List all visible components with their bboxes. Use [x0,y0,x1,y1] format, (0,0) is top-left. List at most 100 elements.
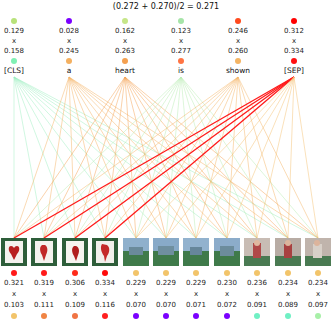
attention-line [44,77,238,238]
attention-line [69,77,227,238]
attention-line [257,77,294,238]
score-value: 0.103 [4,300,24,311]
score-dot [315,313,321,319]
attention-line [14,77,227,238]
attention-line [69,77,288,238]
patch-thumb [123,238,149,266]
patch-thumb [62,238,88,266]
token-label: [SEP] [284,66,304,76]
score-value: 0.319 [34,278,54,289]
text-token: 0.028x0.245a [56,16,82,76]
patch-thumb [153,238,179,266]
patch-thumb [305,238,331,266]
score-value: 0.129 [4,26,24,36]
score-dot [235,58,241,64]
score-dot [291,58,297,64]
attention-line [181,77,288,238]
score-value: x [316,289,320,300]
score-dot [193,313,199,319]
attention-line [136,77,181,238]
score-value: 0.246 [228,26,248,36]
score-value: 0.111 [34,300,54,311]
score-value: x [292,36,296,46]
token-label: shown [226,66,250,76]
image-patch: 0.306x0.109 [62,238,88,321]
attention-line [166,77,294,238]
score-value: x [255,289,259,300]
score-value: x [134,289,138,300]
attention-line [14,77,294,238]
attention-line [238,77,257,238]
attention-line [136,77,294,238]
score-value: x [42,289,46,300]
score-dot [224,313,230,319]
score-value: 0.070 [126,300,146,311]
image-patch: 0.229x0.070 [153,238,179,321]
score-value: 0.263 [115,46,135,56]
attention-line [288,77,294,238]
text-token: 0.162x0.263heart [112,16,138,76]
score-value: x [67,36,71,46]
score-value: 0.334 [284,46,304,56]
score-value: 0.091 [247,300,267,311]
attention-line [14,77,257,238]
score-value: x [236,36,240,46]
score-value: 0.260 [228,46,248,56]
image-patch: 0.229x0.070 [123,238,149,321]
text-token: 0.246x0.260 shown [225,16,251,76]
score-value: 0.116 [95,300,115,311]
score-dot [72,313,78,319]
score-dot [11,270,17,276]
score-value: 0.028 [59,26,79,36]
score-dot [66,58,72,64]
score-value: x [103,289,107,300]
score-value: 0.334 [95,278,115,289]
score-dot [133,313,139,319]
score-dot [178,18,184,24]
score-value: x [12,36,16,46]
attention-line [136,77,238,238]
token-label: a [67,66,72,76]
score-dot [72,270,78,276]
score-value: 0.071 [186,300,206,311]
text-token: 0.312x0.334 [SEP] [281,16,307,76]
score-value: 0.312 [284,26,304,36]
score-dot [285,270,291,276]
score-dot [254,313,260,319]
score-value: 0.070 [156,300,176,311]
score-dot [133,270,139,276]
patch-thumb [275,238,301,266]
score-dot [254,270,260,276]
score-dot [102,270,108,276]
attention-line [14,77,44,238]
text-token: 0.129x0.158[CLS] [1,16,27,76]
attention-line [14,77,318,238]
score-value: 0.123 [171,26,191,36]
patch-thumb [92,238,118,266]
patch-thumb [244,238,270,266]
attention-line [125,77,227,238]
attention-line [75,77,294,238]
attention-line [75,77,238,238]
score-value: x [12,289,16,300]
score-dot [285,313,291,319]
attention-line [105,77,294,238]
score-dot [163,270,169,276]
image-patch: 0.319x0.111 [31,238,57,321]
attention-line [238,77,288,238]
score-value: x [179,36,183,46]
attention-line [227,77,238,238]
score-dot [122,58,128,64]
score-value: 0.229 [156,278,176,289]
score-dot [163,313,169,319]
text-token: 0.123x0.277is [168,16,194,76]
attention-line [69,77,318,238]
token-label: is [178,66,184,76]
attention-line [181,77,196,238]
attention-line [125,77,288,238]
attention-line [196,77,238,238]
score-value: 0.089 [278,300,298,311]
score-value: 0.162 [115,26,135,36]
attention-line [14,77,181,238]
image-patch: 0.230x0.072 [214,238,240,321]
